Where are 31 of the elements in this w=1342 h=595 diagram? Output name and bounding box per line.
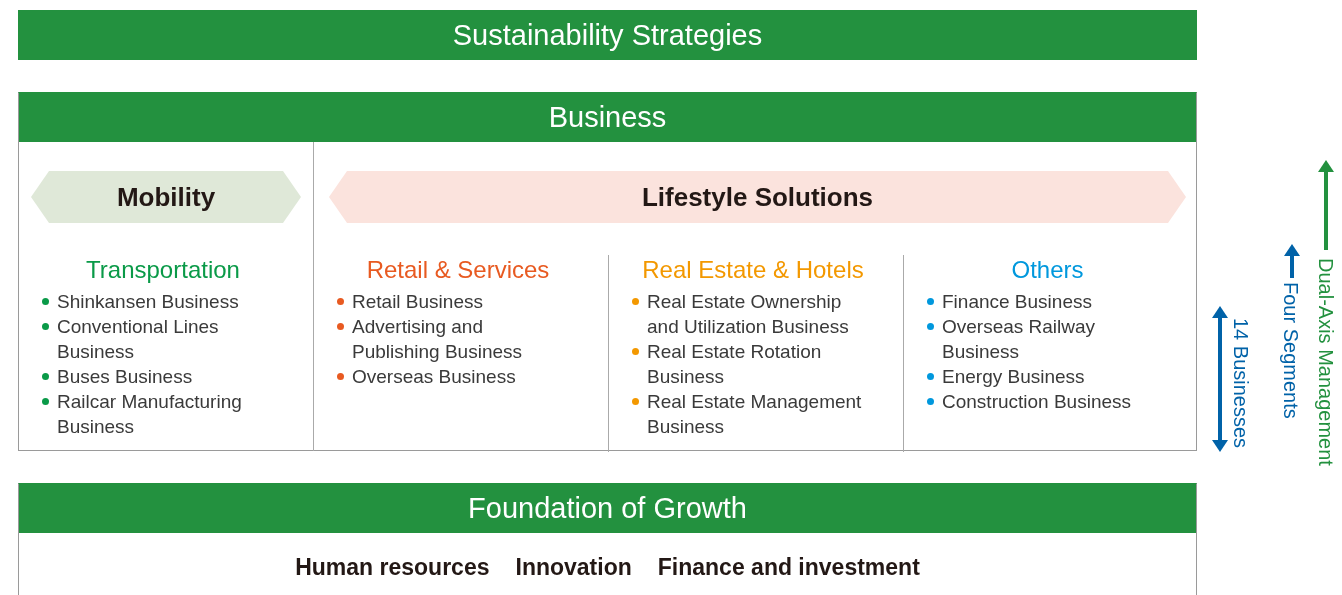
segment-heading: Retail & Services <box>365 255 551 285</box>
business-item: Overseas Railway Business <box>942 314 1161 364</box>
panel-heading: Foundation of Growth <box>467 491 748 526</box>
foundation-item: Human resources <box>295 554 490 580</box>
business-item: Retail Business <box>352 289 572 314</box>
business-item: Conventional Lines Business <box>57 314 277 364</box>
foundation-item: Finance and investment <box>657 554 920 580</box>
business-item: Buses Business <box>57 364 277 389</box>
title-bar: Sustainability Strategies <box>18 10 1197 60</box>
business-item: Real Estate Rotation Business <box>647 339 867 389</box>
panel-box <box>18 483 1197 595</box>
measure-label: 14 Businesses <box>1229 318 1253 449</box>
business-item: Real Estate Ownership and Utilization Business <box>647 289 867 339</box>
banner-label: Mobility <box>116 181 216 213</box>
business-item: Overseas Business <box>352 364 572 389</box>
panel-box <box>18 92 1197 451</box>
business-item: Energy Business <box>942 364 1161 389</box>
banner-label: Lifestyle Solutions <box>641 181 874 213</box>
segment-heading: Transportation <box>85 255 241 285</box>
segment-heading: Real Estate & Hotels <box>641 255 865 285</box>
business-item: Finance Business <box>942 289 1161 314</box>
business-item: Construction Business <box>942 389 1161 414</box>
measure-label: Dual-Axis Management <box>1314 258 1338 466</box>
business-item: Advertising and Publishing Business <box>352 314 572 364</box>
panel-heading: Business <box>547 100 668 135</box>
foundation-item: Innovation <box>515 554 632 580</box>
measure-label: Four Segments <box>1279 282 1303 419</box>
business-item: Railcar Manufacturing Business <box>57 389 277 439</box>
business-item: Real Estate Management Business <box>647 389 867 439</box>
segment-heading: Others <box>1010 255 1085 285</box>
business-item: Shinkansen Business <box>57 289 277 314</box>
